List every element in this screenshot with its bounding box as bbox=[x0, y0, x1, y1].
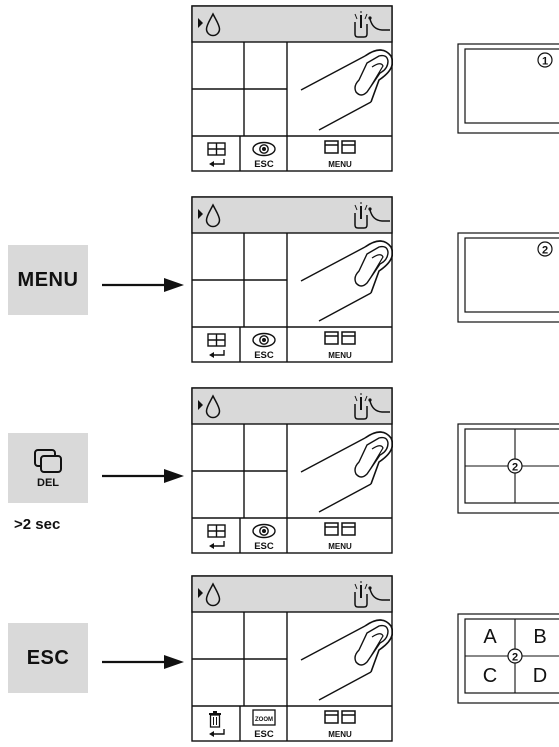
key-label: DEL bbox=[37, 477, 59, 489]
device-screen: ESC MENU bbox=[191, 5, 393, 172]
arrow bbox=[100, 275, 184, 295]
quadrant-label: D bbox=[533, 665, 547, 687]
menu-label: MENU bbox=[328, 160, 352, 169]
device-screen: ESC MENU bbox=[191, 387, 393, 554]
monitor-layout: 2 bbox=[457, 232, 559, 323]
key-label: MENU bbox=[18, 269, 79, 292]
monitor-layout: 2 bbox=[457, 423, 559, 514]
arrow bbox=[100, 466, 184, 486]
monitor-layout: 1 bbox=[457, 43, 559, 134]
view-number: 2 bbox=[512, 462, 518, 474]
esc-label: ESC bbox=[254, 541, 274, 552]
menu-label: MENU bbox=[328, 542, 352, 551]
quadrant-label: A bbox=[483, 626, 497, 648]
menu-label: MENU bbox=[328, 351, 352, 360]
del-key[interactable]: DEL bbox=[8, 433, 88, 503]
window-icon bbox=[33, 448, 63, 476]
hold-duration: >2 sec bbox=[14, 516, 60, 533]
esc-key[interactable]: ESC bbox=[8, 623, 88, 693]
device-screen: ESC MENU bbox=[191, 196, 393, 363]
esc-label: ESC bbox=[254, 350, 274, 361]
menu-key[interactable]: MENU bbox=[8, 245, 88, 315]
key-label: ESC bbox=[27, 647, 70, 670]
view-number: 2 bbox=[542, 245, 548, 257]
quadrant-label: C bbox=[483, 665, 497, 687]
view-number: 1 bbox=[542, 56, 548, 68]
monitor-layout: A B C D 2 bbox=[457, 613, 559, 704]
device-screen: ZOOM ESC MENU bbox=[191, 575, 393, 742]
arrow bbox=[100, 652, 184, 672]
esc-label: ESC bbox=[254, 729, 274, 740]
esc-label: ESC bbox=[254, 159, 274, 170]
view-number: 2 bbox=[512, 652, 518, 664]
quadrant-label: B bbox=[533, 626, 546, 648]
zoom-label: ZOOM bbox=[255, 717, 273, 723]
menu-label: MENU bbox=[328, 730, 352, 739]
